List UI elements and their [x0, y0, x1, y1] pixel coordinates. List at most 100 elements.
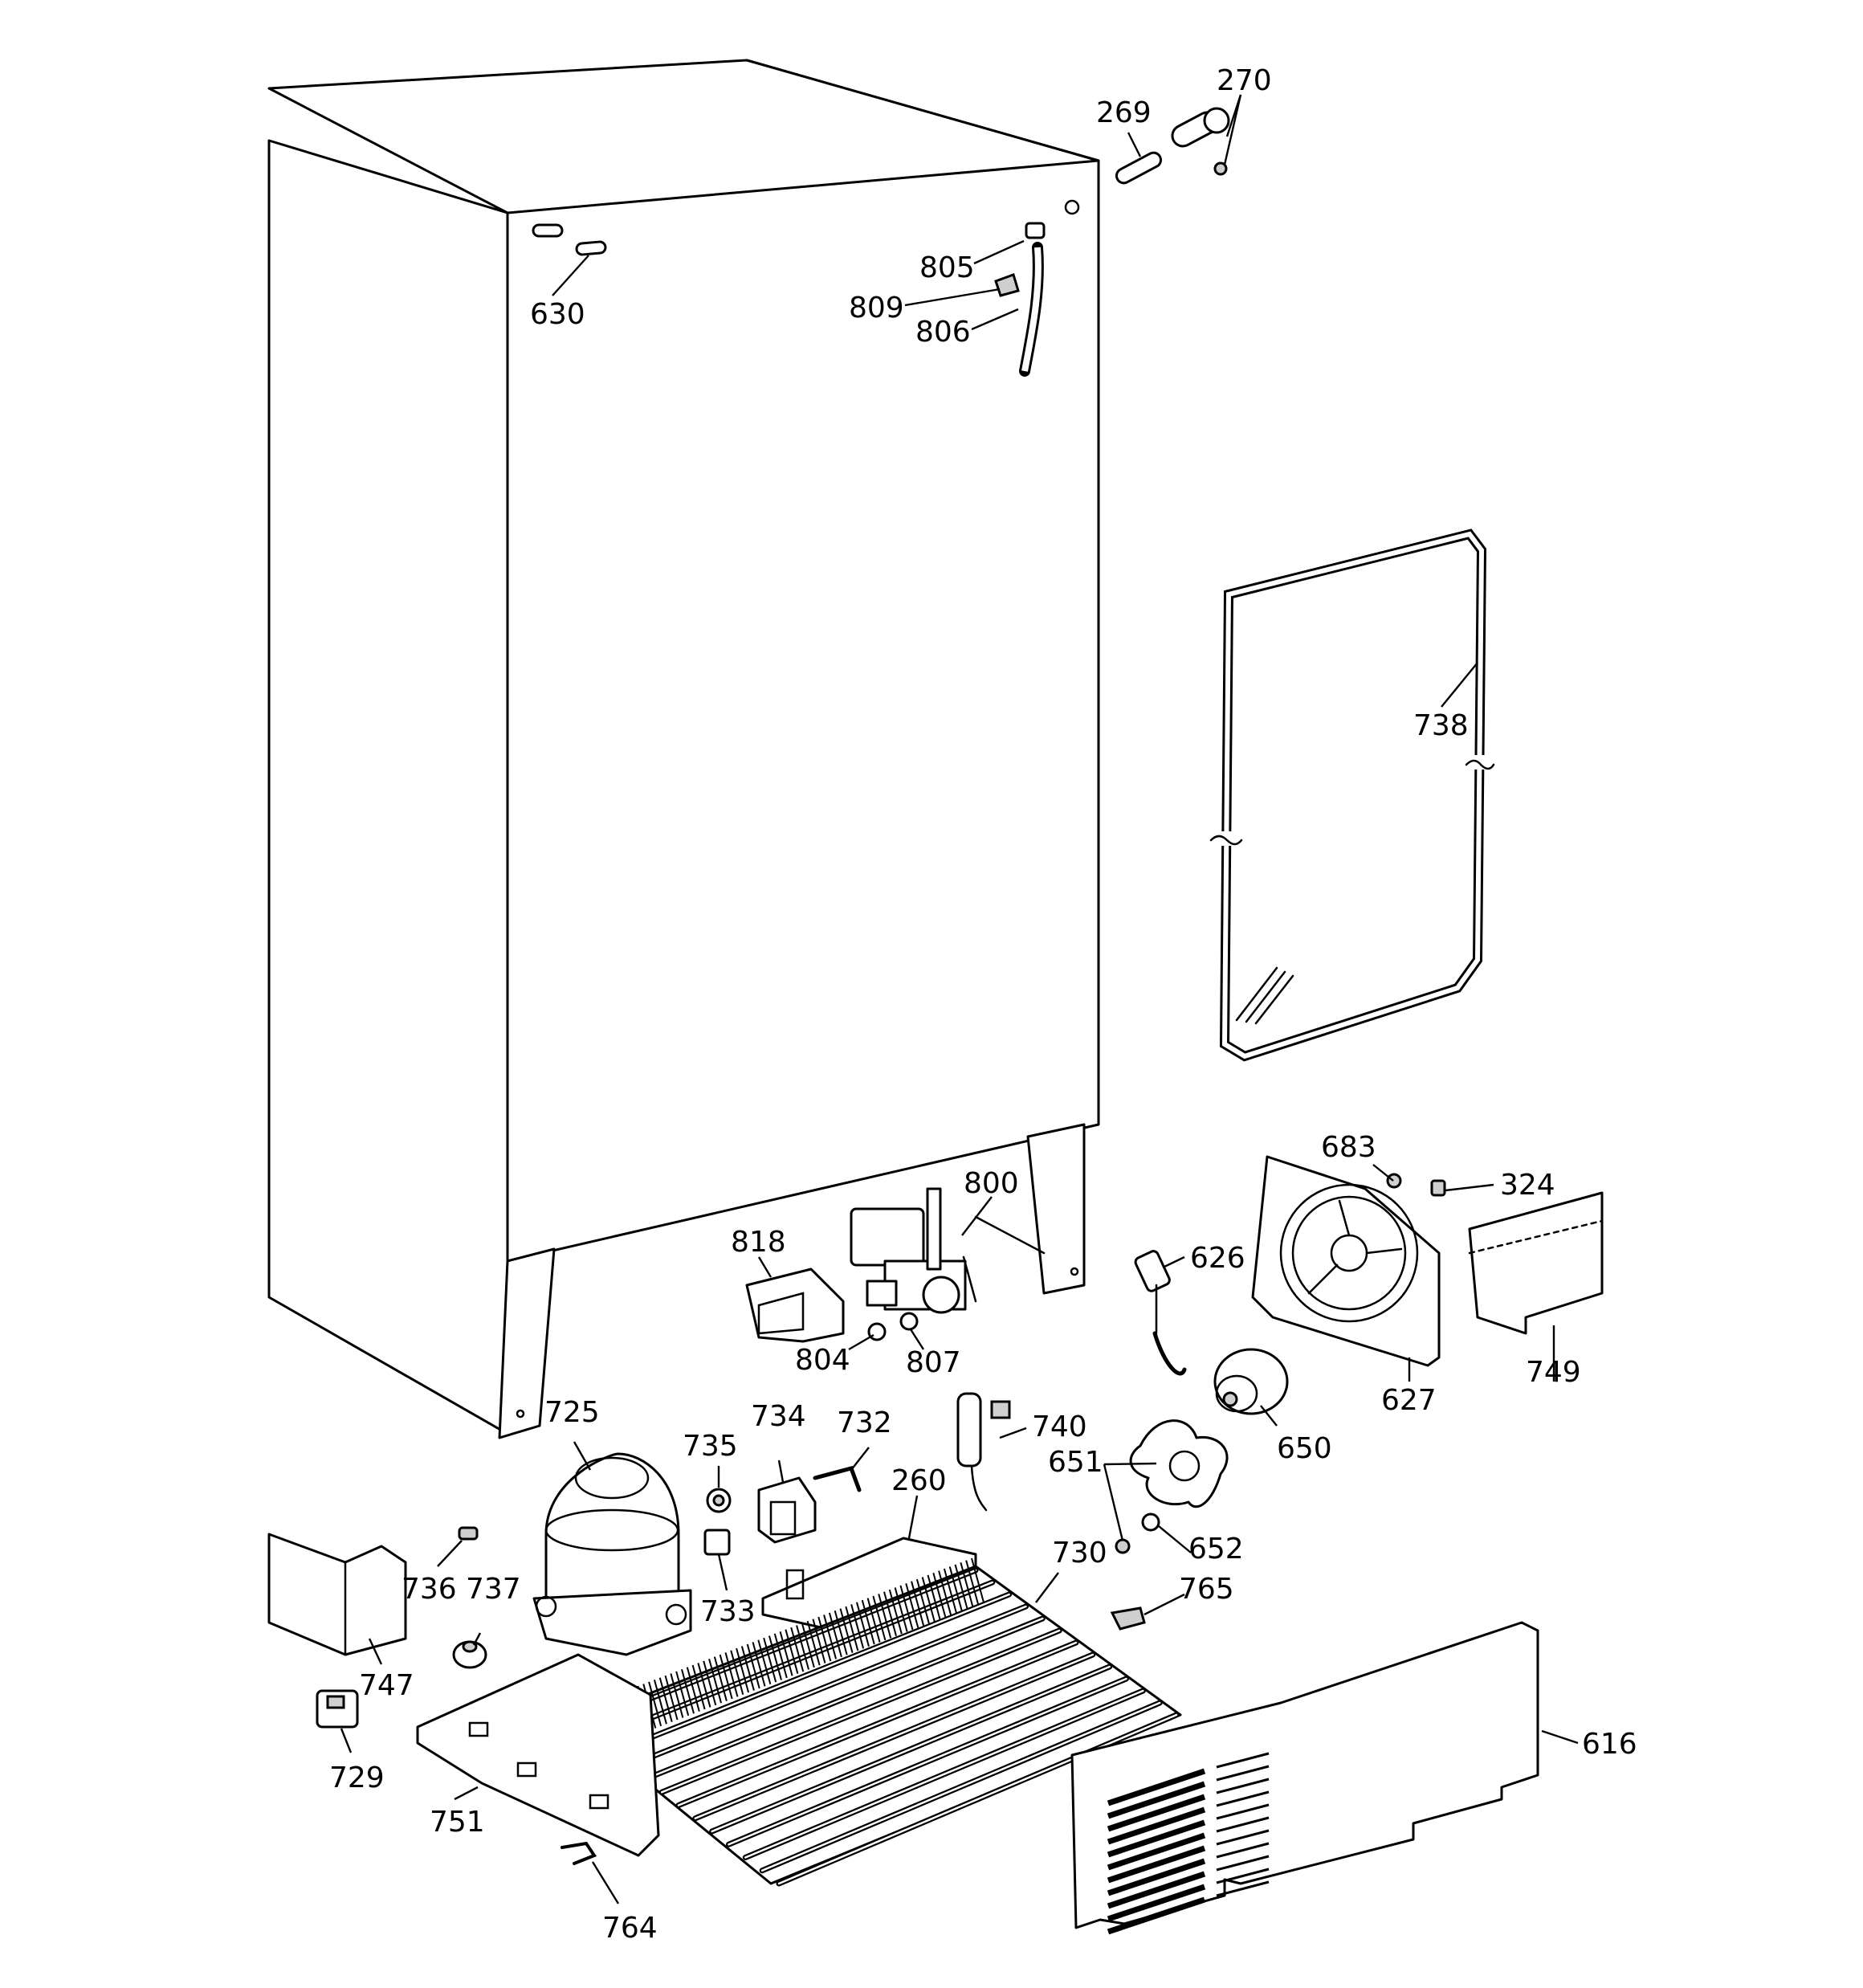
- callout-270: 270: [1217, 64, 1272, 97]
- condenser-fin: [866, 1598, 881, 1643]
- callout-806: 806: [915, 316, 971, 349]
- condenser-fin: [915, 1578, 930, 1624]
- condenser-fin: [855, 1602, 870, 1647]
- condenser-tube-highlight: [760, 1701, 1161, 1872]
- part-749-cover: [1468, 1191, 1604, 1335]
- callout-269: 269: [1096, 96, 1152, 129]
- grille-slot-small: [1216, 1842, 1270, 1859]
- part-626-power-cord: [1134, 1250, 1187, 1376]
- grille-slot-small: [1216, 1778, 1270, 1794]
- part-764-clip: [561, 1841, 597, 1865]
- condenser-fin: [796, 1625, 809, 1670]
- grille-slot: [1107, 1768, 1206, 1806]
- part-734-start-device: [757, 1476, 817, 1544]
- callout-630: 630: [530, 298, 585, 331]
- condenser-fin: [779, 1631, 793, 1676]
- part-733-relay: [703, 1529, 731, 1556]
- part-725-compressor: [532, 1452, 692, 1656]
- grille-slot-small: [1216, 1816, 1270, 1833]
- callout-730: 730: [1052, 1537, 1107, 1570]
- part-627-fan-shroud: [1251, 1155, 1441, 1367]
- grille-slot: [1107, 1896, 1206, 1935]
- grille-slot-small: [1216, 1752, 1270, 1769]
- condenser-fin: [883, 1591, 897, 1637]
- condenser-fin: [736, 1647, 750, 1693]
- condenser-fin: [888, 1589, 903, 1635]
- grille-slot: [1107, 1819, 1206, 1858]
- grille-slot-small: [1216, 1790, 1270, 1807]
- grille-slot: [1107, 1845, 1206, 1884]
- callout-740: 740: [1032, 1410, 1087, 1443]
- part-807-nut: [899, 1312, 919, 1331]
- condenser-fin: [703, 1660, 717, 1706]
- callout-805: 805: [919, 251, 975, 284]
- condenser-fin: [719, 1654, 733, 1700]
- callout-725: 725: [544, 1396, 600, 1429]
- condenser-fin: [675, 1671, 690, 1717]
- condenser-fin: [839, 1608, 854, 1653]
- condenser-fin: [834, 1610, 848, 1655]
- condenser-fin: [905, 1583, 919, 1628]
- condenser-fin: [911, 1581, 925, 1626]
- part-683-screw: [1386, 1173, 1402, 1189]
- condenser-tube-highlight: [644, 1617, 1044, 1781]
- condenser-fin: [658, 1677, 673, 1722]
- condenser-fin: [697, 1663, 711, 1708]
- condenser-fin: [763, 1637, 777, 1683]
- part-765-clip: [1110, 1606, 1146, 1631]
- condenser-fin: [648, 1681, 662, 1727]
- condenser-fin: [740, 1646, 755, 1691]
- condenser-tube-highlight: [728, 1677, 1127, 1846]
- condenser-fin: [938, 1570, 952, 1615]
- callout-747: 747: [359, 1669, 414, 1702]
- condenser-fin: [806, 1620, 821, 1666]
- callout-627: 627: [1381, 1384, 1437, 1417]
- condenser-fin: [686, 1667, 700, 1712]
- condenser-fin: [921, 1577, 936, 1622]
- callout-751: 751: [430, 1806, 485, 1839]
- grille-slot-small: [1216, 1803, 1270, 1820]
- callout-651: 651: [1048, 1446, 1103, 1479]
- condenser-tube-highlight: [627, 1605, 1027, 1767]
- condenser-tube-highlight: [660, 1629, 1061, 1794]
- condenser-fin: [746, 1643, 760, 1689]
- grille-slot-small: [1216, 1868, 1270, 1884]
- part-736-clip: [458, 1526, 479, 1541]
- part-747-cover: [267, 1533, 407, 1656]
- grille-slot: [1107, 1806, 1206, 1845]
- condenser-fin: [812, 1619, 826, 1663]
- grille-slot: [1107, 1832, 1206, 1871]
- condenser-fin: [785, 1629, 799, 1674]
- part-735-grommet: [706, 1488, 732, 1513]
- condenser-fin: [790, 1627, 805, 1672]
- callout-800: 800: [964, 1167, 1019, 1200]
- condenser-tube-highlight: [711, 1665, 1111, 1833]
- leader-lines: [340, 94, 1579, 1904]
- condenser-fin: [828, 1612, 842, 1658]
- condenser-fin: [708, 1658, 723, 1704]
- condenser-fin: [681, 1668, 695, 1714]
- callout-324: 324: [1500, 1169, 1555, 1202]
- callout-735: 735: [683, 1430, 738, 1463]
- callout-683: 683: [1321, 1131, 1376, 1164]
- part-616-grille: [1070, 1621, 1539, 1935]
- condenser-fin: [724, 1652, 739, 1697]
- callout-652: 652: [1188, 1533, 1244, 1565]
- callout-260: 260: [891, 1464, 947, 1497]
- condenser-fin: [850, 1604, 865, 1649]
- part-740-relay: [956, 1392, 1011, 1512]
- condenser-fin: [664, 1675, 679, 1721]
- callout-809: 809: [849, 292, 904, 325]
- condenser-fin: [713, 1656, 728, 1701]
- condenser-fin: [768, 1635, 782, 1680]
- part-650-motor: [1213, 1348, 1289, 1415]
- cabinet: [267, 59, 1100, 1439]
- callout-733: 733: [700, 1595, 756, 1628]
- condenser-fin: [965, 1560, 980, 1605]
- callout-765: 765: [1179, 1573, 1234, 1606]
- grille-slot: [1107, 1781, 1206, 1819]
- condenser-fin: [872, 1595, 887, 1641]
- part-751-base-pan: [416, 1653, 660, 1857]
- condenser-fin: [960, 1561, 974, 1607]
